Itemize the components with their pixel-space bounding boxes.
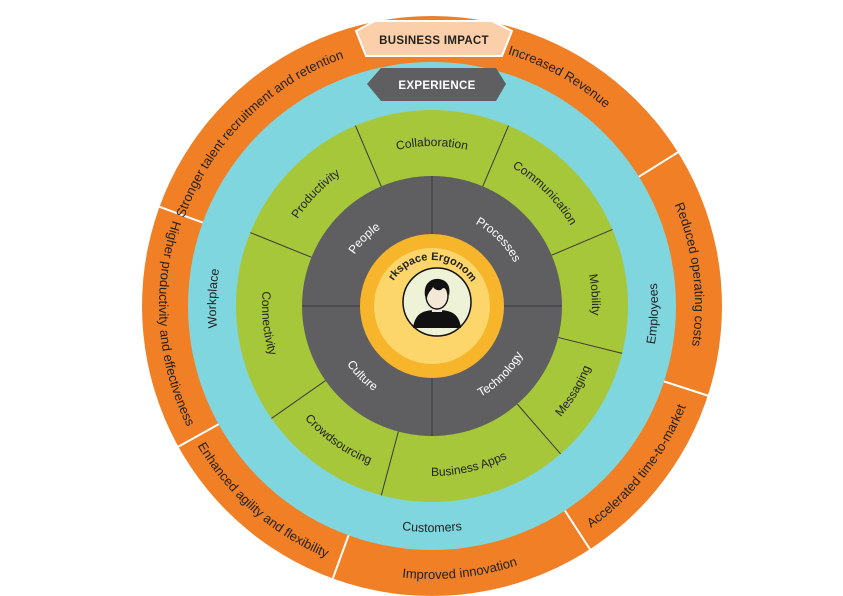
business-impact-dividers	[159, 151, 709, 579]
ring-divider	[177, 423, 220, 448]
ring-divider	[638, 151, 679, 178]
experience-item-employees: Employees	[644, 283, 661, 345]
business-impact-title: BUSINESS IMPACT	[379, 35, 489, 47]
pillars-dividers	[302, 176, 562, 436]
experience-labels: Workplace Employees Customers	[205, 267, 661, 535]
capability-collaboration: Collaboration	[395, 135, 470, 153]
ring-divider	[663, 380, 709, 397]
ring-divider	[271, 380, 326, 419]
ring-divider	[250, 232, 312, 258]
ring-divider	[564, 510, 591, 550]
experience-title: EXPERIENCE	[398, 80, 475, 92]
ring-divider	[159, 205, 204, 224]
capabilities-dividers	[250, 125, 623, 496]
ring-divider	[331, 534, 350, 579]
experience-item-workplace: Workplace	[205, 267, 222, 328]
experience-tag: EXPERIENCE	[367, 68, 506, 101]
ring-divider	[551, 228, 613, 256]
ring-divider	[354, 125, 382, 187]
ring-divider	[516, 403, 561, 455]
experience-item-customers: Customers	[401, 519, 462, 535]
person-icon	[413, 278, 461, 328]
business-impact-tag: BUSINESS IMPACT	[354, 20, 514, 57]
ring-divider	[482, 125, 510, 187]
ring-divider	[380, 431, 399, 496]
ring-divider	[558, 336, 623, 354]
